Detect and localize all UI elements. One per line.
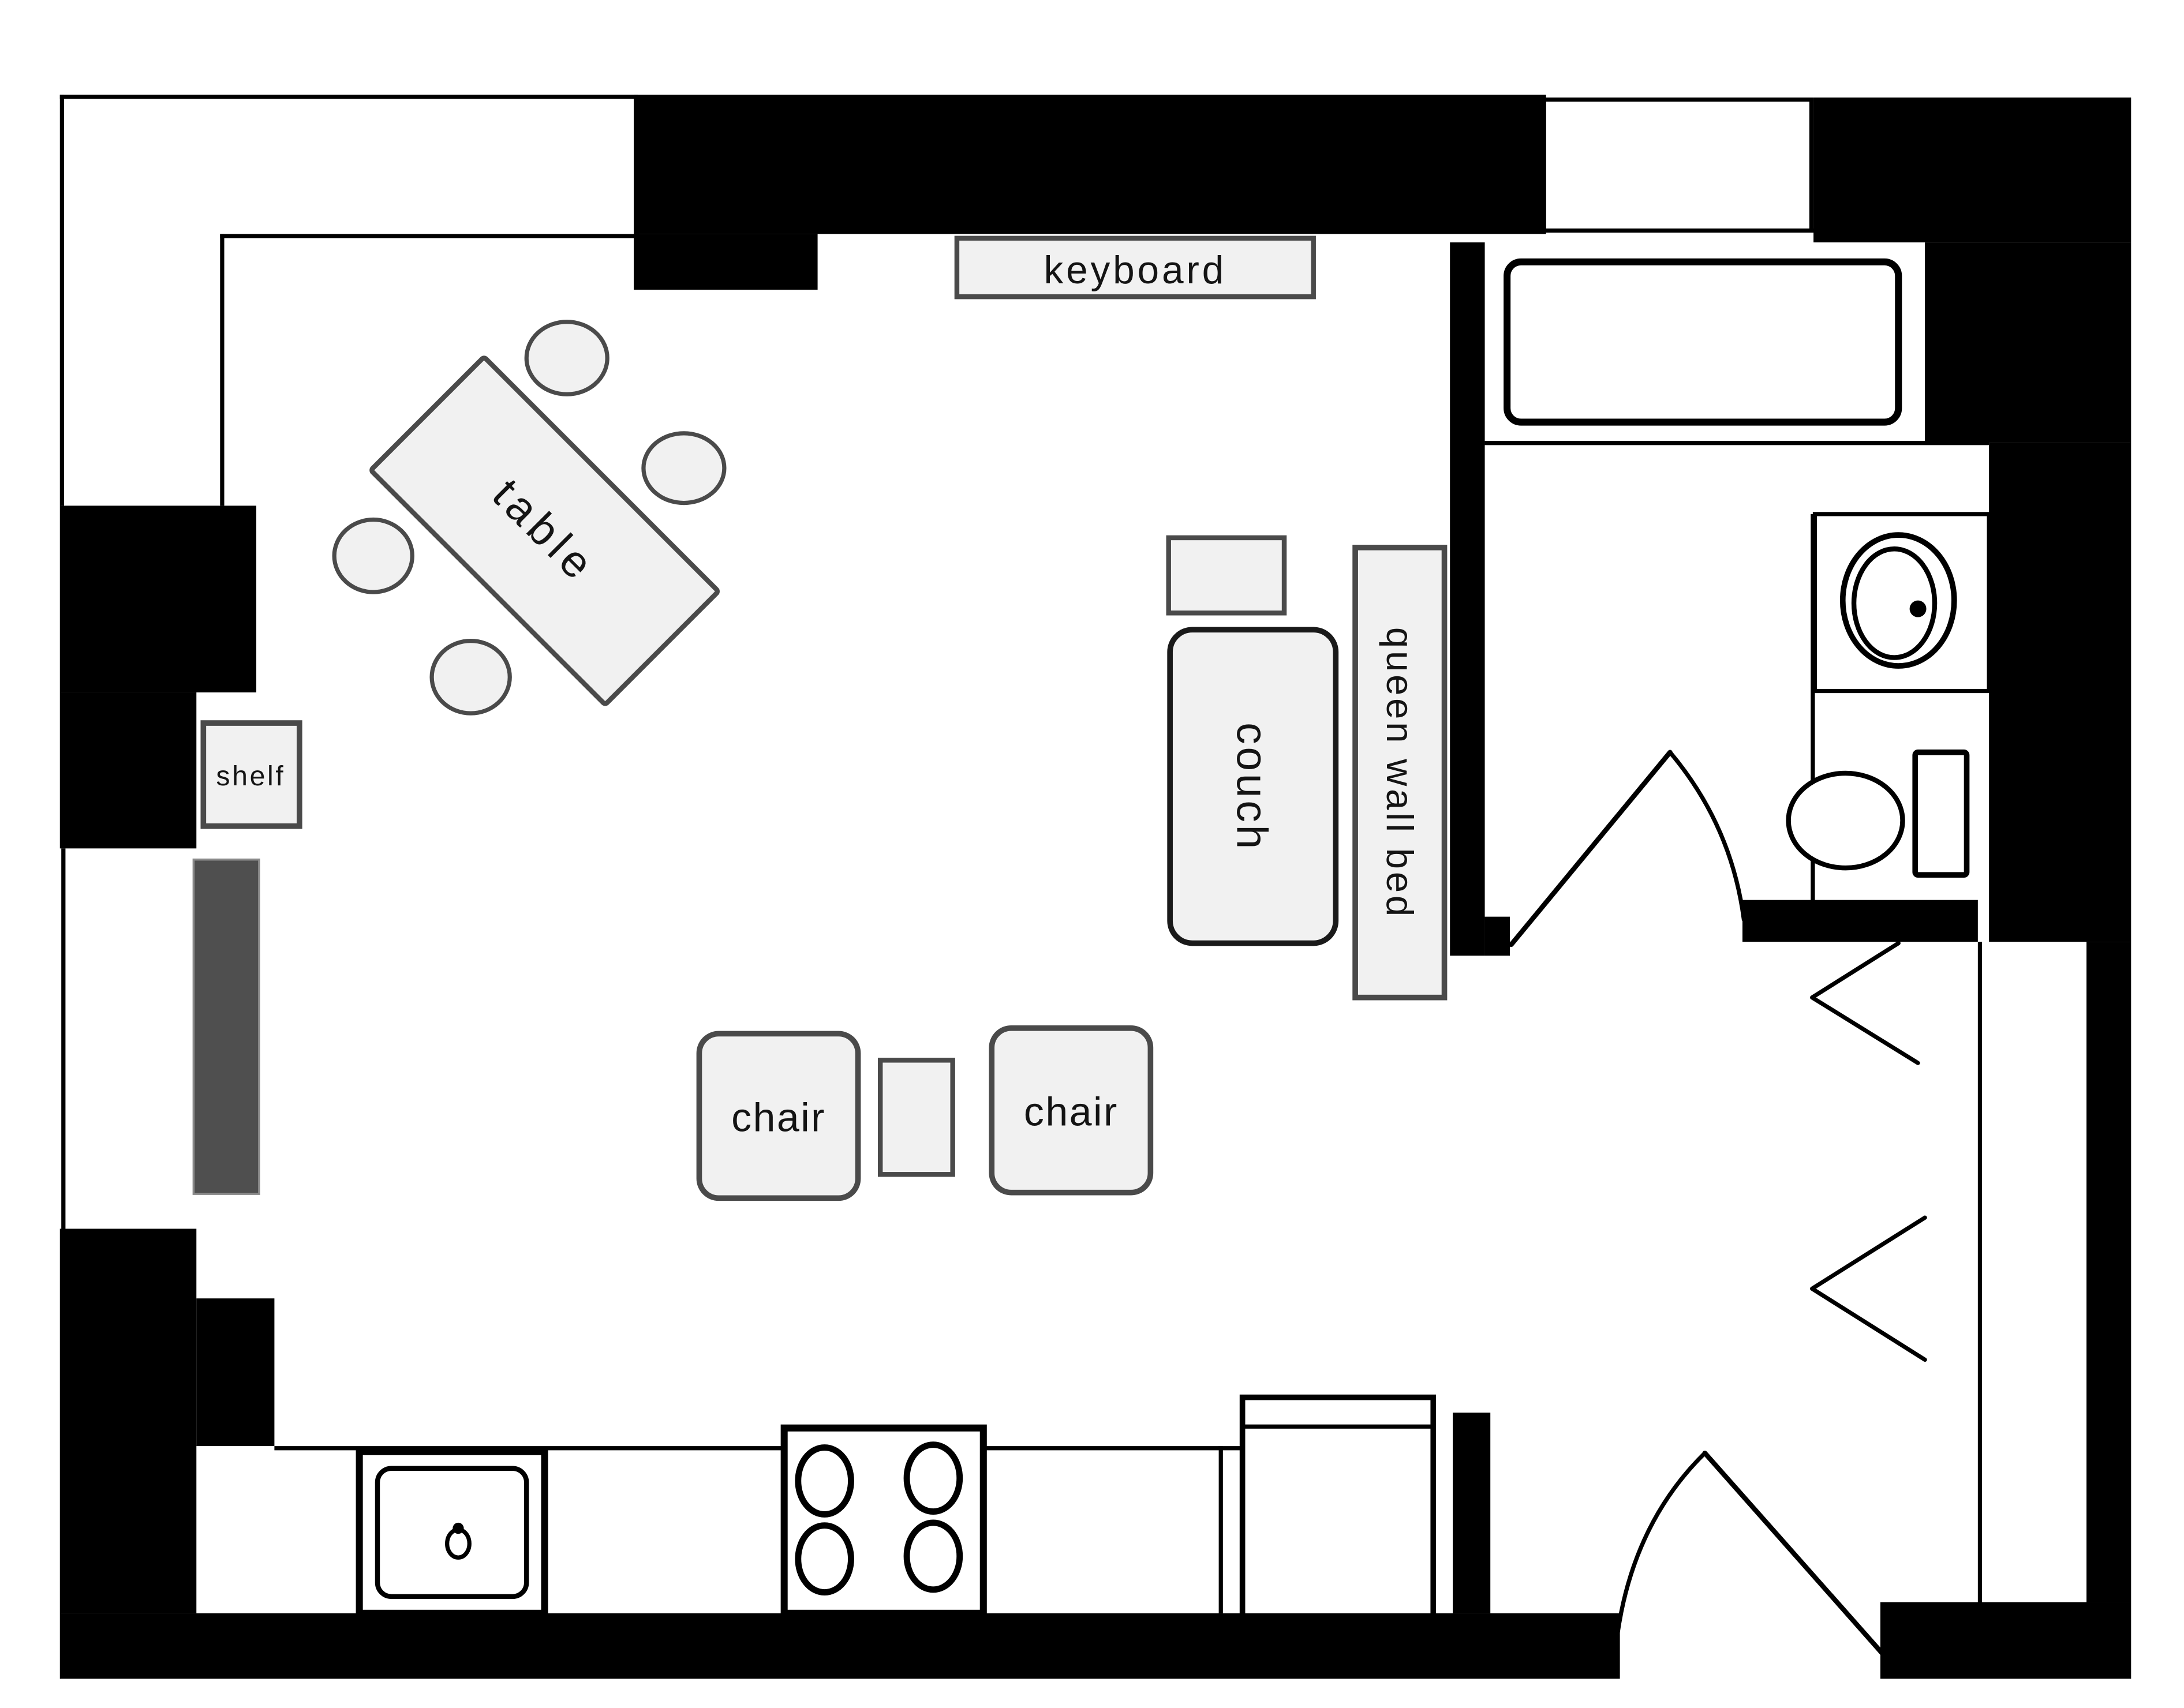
bathroom-sink-inner — [1851, 546, 1938, 660]
wall-right-bath — [1989, 443, 2131, 942]
shelf-label: shelf — [216, 761, 285, 792]
couch-label: couch — [1228, 722, 1277, 852]
wall-top-stub — [634, 234, 818, 290]
wall-bottom-band — [59, 1613, 1620, 1679]
couch — [1167, 627, 1339, 946]
stove-burner — [903, 1519, 963, 1593]
stove-burner — [903, 1441, 963, 1515]
dining-chair — [429, 638, 512, 716]
dining-table — [369, 355, 720, 706]
chairs-side-table — [877, 1058, 955, 1177]
closet-chevron — [1810, 941, 1920, 1065]
keyboard-box — [954, 235, 1316, 299]
wall-left-lower — [59, 1228, 197, 1613]
keyboard-label: keyboard — [1044, 249, 1227, 292]
wall-bottom-right — [1880, 1602, 2131, 1679]
dining-chair — [524, 320, 609, 396]
closet-chevron — [1810, 1215, 1927, 1362]
dining-chair — [332, 517, 414, 594]
dining-chair — [641, 431, 727, 505]
wall-left-mid — [59, 692, 197, 849]
bathroom-sink-drain — [1909, 600, 1927, 617]
stove-burner — [795, 1522, 854, 1596]
fridge — [1239, 1394, 1437, 1619]
shelf-box — [200, 720, 302, 829]
wall-left-upper — [59, 505, 257, 692]
couch-side-table — [1166, 535, 1287, 616]
chair-right-label: chair — [1024, 1089, 1119, 1134]
wall-closet-right — [2086, 942, 2131, 1602]
kitchen-sink-basin — [375, 1466, 529, 1600]
chair-left — [696, 1031, 861, 1201]
bathroom-door-leaf — [1509, 750, 1673, 947]
wall-kitchen-corner — [196, 1298, 275, 1447]
wall-door-jamb — [1484, 916, 1510, 956]
wall-kitchen-stub — [1453, 1413, 1491, 1613]
bed — [1504, 258, 1902, 426]
wall-top-right — [1813, 98, 2131, 243]
chair-right — [989, 1025, 1154, 1196]
wall-top — [634, 95, 1546, 234]
wall-right-upper — [1925, 242, 2131, 443]
entry-door-leaf — [1702, 1450, 1891, 1664]
toilet-tank — [1912, 749, 1970, 878]
stove-burner — [795, 1444, 854, 1518]
bathroom-door-arc — [1667, 750, 1747, 922]
wall-bedroom — [1450, 242, 1485, 956]
toilet-bowl — [1786, 770, 1905, 871]
queen-wall-bed-label: queen wall bed — [1379, 627, 1421, 919]
radiator — [192, 858, 260, 1195]
wall-bath-bottom — [1742, 900, 1978, 942]
faucet-knob — [452, 1522, 464, 1534]
chair-left-label: chair — [731, 1095, 826, 1140]
bathroom-sink-outer — [1839, 532, 1957, 669]
queen-wall-bed-box — [1352, 545, 1448, 1001]
entry-door-arc — [1612, 1451, 1707, 1666]
